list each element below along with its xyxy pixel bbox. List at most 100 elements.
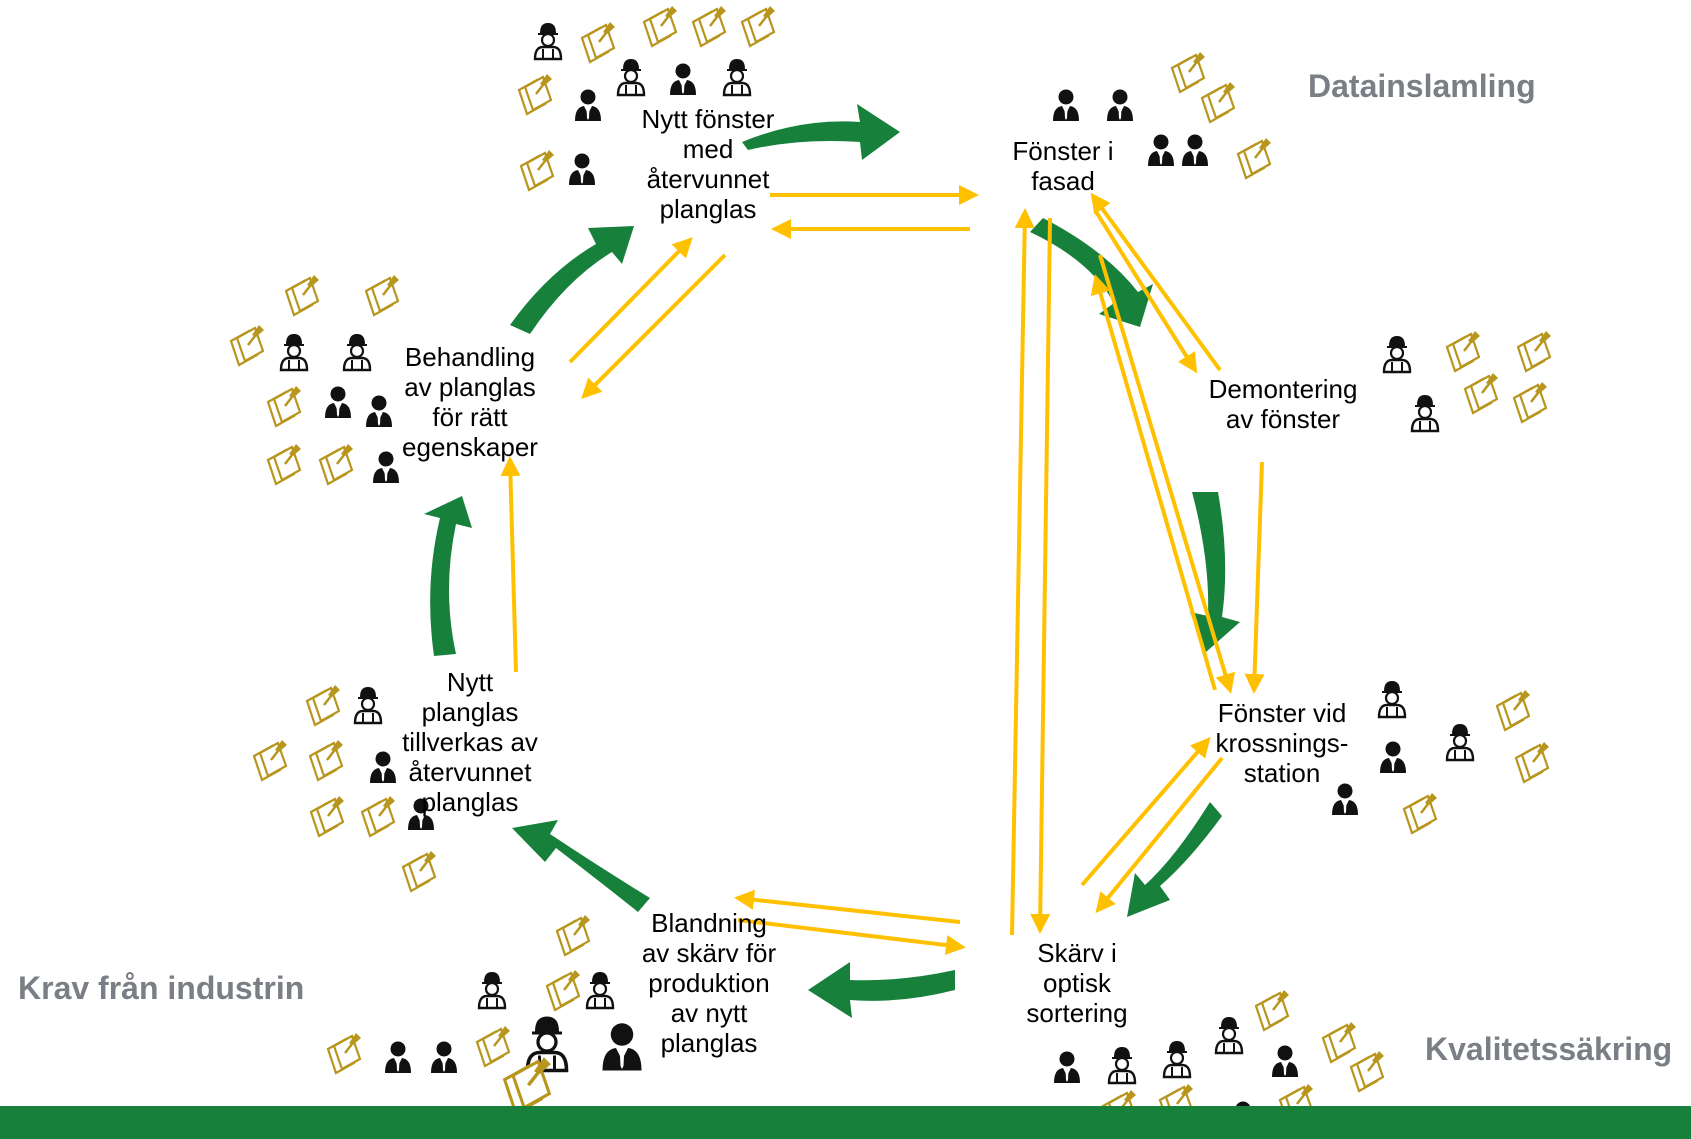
sticky-note-pin-icon bbox=[502, 1055, 553, 1115]
data-arrow bbox=[581, 253, 727, 399]
stage-label-blandning: Blandning av skärv för produktion av nyt… bbox=[641, 908, 777, 1058]
footer-bar bbox=[0, 1106, 1691, 1139]
data-arrow bbox=[1095, 756, 1224, 914]
data-arrow bbox=[1080, 736, 1211, 887]
data-arrow bbox=[1093, 208, 1198, 374]
person-icon bbox=[1272, 1045, 1298, 1077]
data-arrow bbox=[734, 889, 961, 924]
sticky-note-pin-icon bbox=[691, 4, 728, 48]
sticky-note-pin-icon bbox=[1512, 380, 1549, 424]
worker-helmet-icon bbox=[1162, 1039, 1192, 1079]
worker-helmet-icon bbox=[342, 332, 372, 372]
worker-helmet-icon bbox=[1377, 679, 1407, 719]
sticky-note-pin-icon bbox=[326, 1031, 363, 1075]
sticky-note-pin-icon bbox=[517, 72, 554, 116]
person-icon bbox=[1380, 741, 1406, 773]
sticky-note-pin-icon bbox=[642, 4, 679, 48]
worker-helmet-icon bbox=[1382, 334, 1412, 374]
sticky-note-pin-icon bbox=[1254, 988, 1291, 1032]
person-icon bbox=[385, 1041, 411, 1073]
sticky-note-pin-icon bbox=[519, 148, 556, 192]
cycle-arrow-sortering-to-blandning bbox=[808, 962, 955, 1018]
person-icon bbox=[370, 751, 396, 783]
sticky-note-pin-icon bbox=[318, 442, 355, 486]
person-icon bbox=[373, 451, 399, 483]
person-icon bbox=[325, 386, 351, 418]
sticky-note-pin-icon bbox=[475, 1024, 512, 1068]
sticky-note-pin-icon bbox=[1349, 1049, 1386, 1093]
sticky-note-pin-icon bbox=[284, 273, 321, 317]
sticky-note-pin-icon bbox=[580, 20, 617, 64]
worker-helmet-icon bbox=[1445, 722, 1475, 762]
stage-label-optisk-sortering: Skärv i optisk sortering bbox=[1026, 938, 1128, 1028]
worker-helmet-icon bbox=[722, 57, 752, 97]
cycle-arrow-behandling-to-nytt bbox=[510, 226, 634, 334]
document-notes bbox=[229, 4, 1553, 1132]
data-arrow bbox=[1030, 217, 1052, 934]
sticky-note-pin-icon bbox=[266, 384, 303, 428]
data-arrow bbox=[500, 456, 521, 673]
stage-label-demontering: Demontering av fönster bbox=[1208, 374, 1358, 434]
cycle-arrow-fasad-to-demontering bbox=[1030, 218, 1153, 327]
sticky-note-pin-icon bbox=[266, 442, 303, 486]
worker-helmet-icon bbox=[616, 57, 646, 97]
worker-helmet-icon bbox=[1107, 1045, 1137, 1085]
sticky-note-pin-icon bbox=[740, 4, 777, 48]
person-icon bbox=[1332, 783, 1358, 815]
cycle-arrow-blandning-to-nytt-planglas bbox=[512, 820, 650, 912]
cycle-arrow-nytt-to-fasad bbox=[742, 104, 900, 160]
sticky-note-pin-icon bbox=[364, 273, 401, 317]
person-icon bbox=[1107, 89, 1133, 121]
data-arrow bbox=[1010, 208, 1035, 936]
actor-workers bbox=[279, 21, 1475, 1085]
data-arrow bbox=[1090, 192, 1222, 372]
stage-label-nytt-planglas: Nytt planglas tillverkas av återvunnet p… bbox=[402, 667, 538, 817]
sticky-note-pin-icon bbox=[1200, 80, 1237, 124]
sticky-note-pin-icon bbox=[1236, 136, 1273, 180]
person-icon bbox=[1182, 134, 1208, 166]
person-icon bbox=[366, 395, 392, 427]
cycle-arrow-demontering-to-krossning bbox=[1190, 492, 1240, 652]
data-arrow bbox=[737, 918, 966, 956]
data-flow-arrows bbox=[500, 185, 1265, 956]
sticky-note-pin-icon bbox=[1516, 329, 1553, 373]
worker-helmet-icon bbox=[353, 685, 383, 725]
cycle-arrows bbox=[424, 104, 1240, 1018]
sticky-note-pin-icon bbox=[308, 738, 345, 782]
person-icon bbox=[431, 1041, 457, 1073]
worker-helmet-icon bbox=[1214, 1015, 1244, 1055]
stage-label-behandling: Behandling av planglas för rätt egenskap… bbox=[402, 342, 538, 462]
data-arrow bbox=[1098, 254, 1235, 694]
actor-people bbox=[325, 63, 1406, 1133]
cycle-arrow-nytt-planglas-to-behandling bbox=[424, 496, 472, 656]
person-icon bbox=[1054, 1051, 1080, 1083]
stage-label-krossningsstation: Fönster vid krossnings- station bbox=[1215, 698, 1349, 788]
label-krav-fran-industrin: Krav från industrin bbox=[18, 970, 305, 1006]
worker-helmet-icon bbox=[533, 21, 563, 61]
data-arrow bbox=[1090, 274, 1217, 691]
person-icon bbox=[569, 153, 595, 185]
sticky-note-pin-icon bbox=[229, 323, 266, 367]
stage-label-nytt-fonster: Nytt fönster med återvunnet planglas bbox=[641, 104, 775, 224]
sticky-note-pin-icon bbox=[1321, 1020, 1358, 1064]
sticky-note-pin-icon bbox=[401, 849, 438, 893]
person-icon bbox=[575, 89, 601, 121]
sticky-note-pin-icon bbox=[309, 794, 346, 838]
data-arrow bbox=[568, 237, 693, 364]
cycle-arrow-krossning-to-sortering bbox=[1127, 802, 1222, 917]
person-icon bbox=[1148, 134, 1174, 166]
stage-label-fonster-fasad: Fönster i fasad bbox=[1012, 136, 1114, 196]
label-datainslamling: Datainslamling bbox=[1308, 68, 1536, 104]
sticky-note-pin-icon bbox=[555, 913, 592, 957]
sticky-note-pin-icon bbox=[1514, 740, 1551, 784]
data-arrow bbox=[1244, 461, 1265, 694]
sticky-note-pin-icon bbox=[1495, 688, 1532, 732]
worker-helmet-icon bbox=[1410, 393, 1440, 433]
sticky-note-pin-icon bbox=[1445, 329, 1482, 373]
worker-helmet-icon bbox=[279, 332, 309, 372]
person-icon bbox=[602, 1023, 642, 1071]
sticky-note-pin-icon bbox=[545, 968, 582, 1012]
worker-helmet-icon bbox=[477, 970, 507, 1010]
sticky-note-pin-icon bbox=[1463, 371, 1500, 415]
